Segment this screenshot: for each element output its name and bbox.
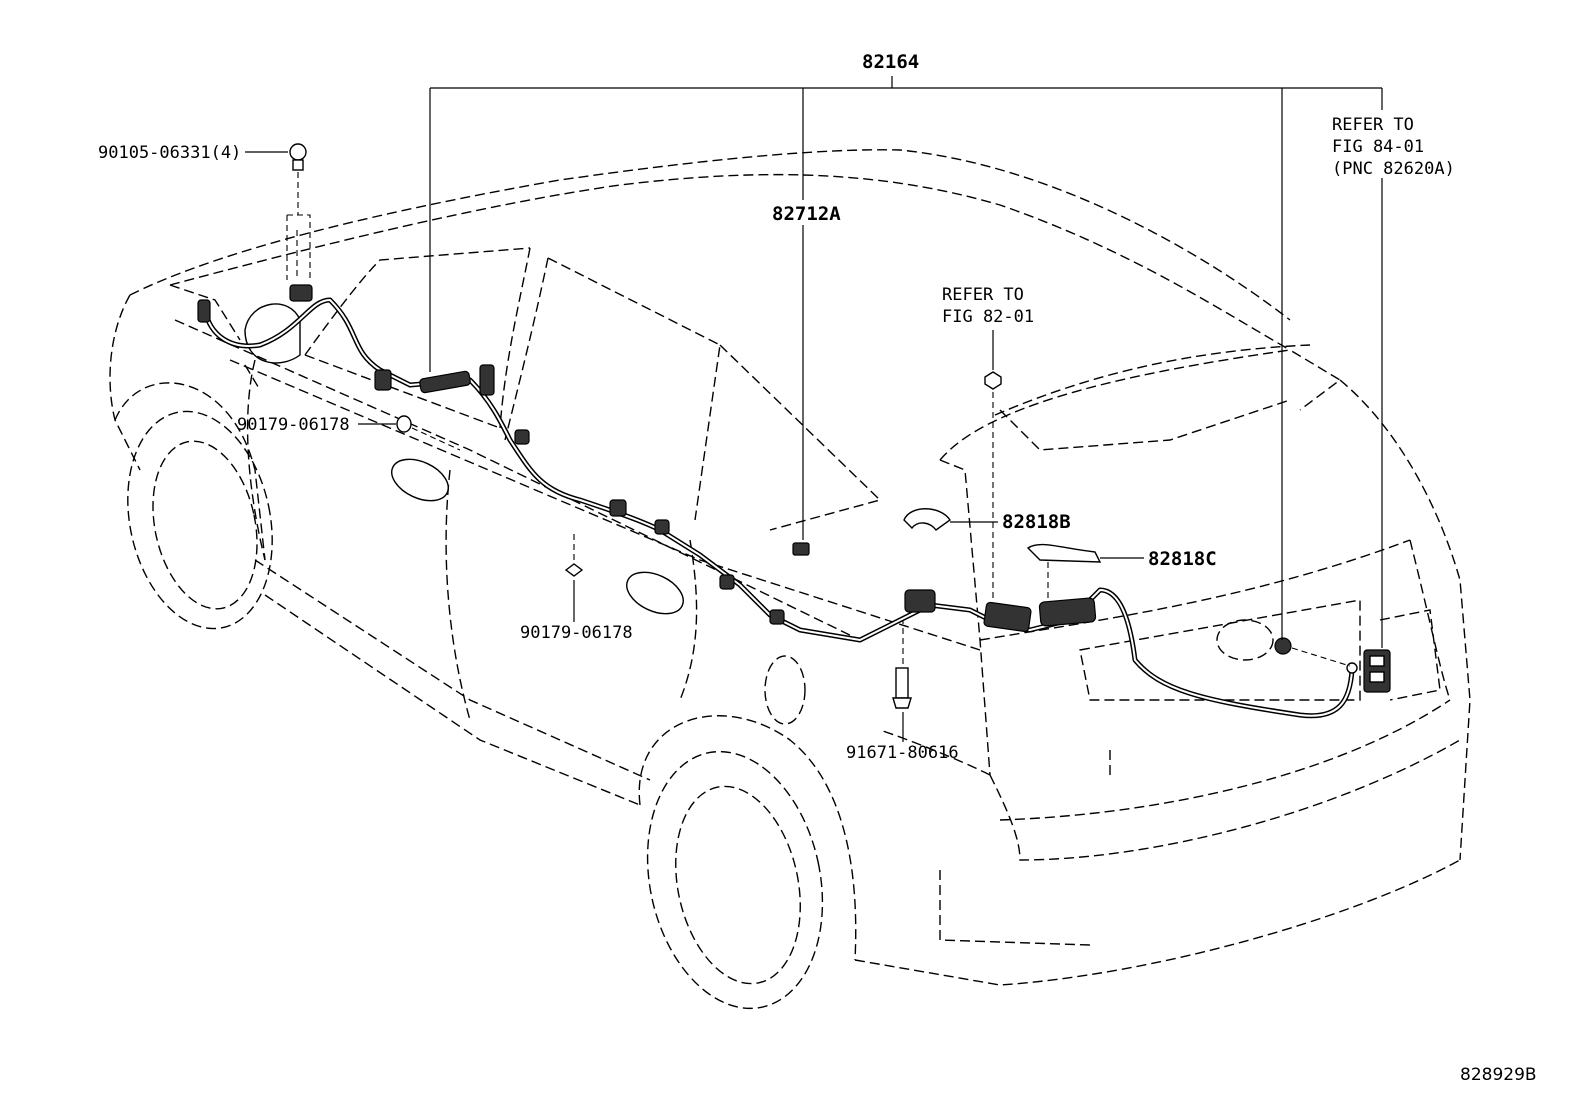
leader-lines <box>245 76 1383 742</box>
grommet-82712a-icon <box>792 542 810 556</box>
label-90105-06331: 90105-06331(4) <box>98 143 241 163</box>
label-82818b: 82818B <box>1002 511 1071 533</box>
refer-fig-82-01-line2: FIG 82-01 <box>942 307 1034 327</box>
parts <box>289 143 1391 709</box>
label-82818c: 82818C <box>1148 548 1217 570</box>
label-90179-06178-lower: 90179-06178 <box>520 623 633 643</box>
wire-harness-82164 <box>197 284 1358 719</box>
refer-fig-82-01-line1: REFER TO <box>942 285 1024 305</box>
clip-90179-lower-icon <box>564 563 584 577</box>
figure-id: 828929B <box>1460 1065 1537 1085</box>
bolt-91671-icon <box>892 667 912 709</box>
labels: 82164 82712A 90105-06331(4) 90179-06178 … <box>98 51 1537 1085</box>
clip-90179-upper-icon <box>396 415 412 433</box>
label-91671-80616: 91671-80616 <box>846 743 959 763</box>
label-82712a: 82712A <box>772 203 841 225</box>
vehicle-body-outline <box>109 149 1471 1010</box>
nut-fig-82-01-icon <box>984 371 1002 390</box>
clamp-82818b-icon <box>903 508 951 531</box>
screw-90105-icon <box>289 143 307 171</box>
connector-82620a-icon <box>1363 649 1391 693</box>
label-82164: 82164 <box>862 51 919 73</box>
label-90179-06178-upper: 90179-06178 <box>237 415 350 435</box>
refer-fig-84-01-line3: (PNC 82620A) <box>1332 159 1455 179</box>
refer-fig-84-01-line2: FIG 84-01 <box>1332 137 1424 157</box>
refer-fig-84-01-line1: REFER TO <box>1332 115 1414 135</box>
bracket-82818c-icon <box>1026 543 1102 563</box>
grommet-hatch-icon <box>1274 637 1292 655</box>
